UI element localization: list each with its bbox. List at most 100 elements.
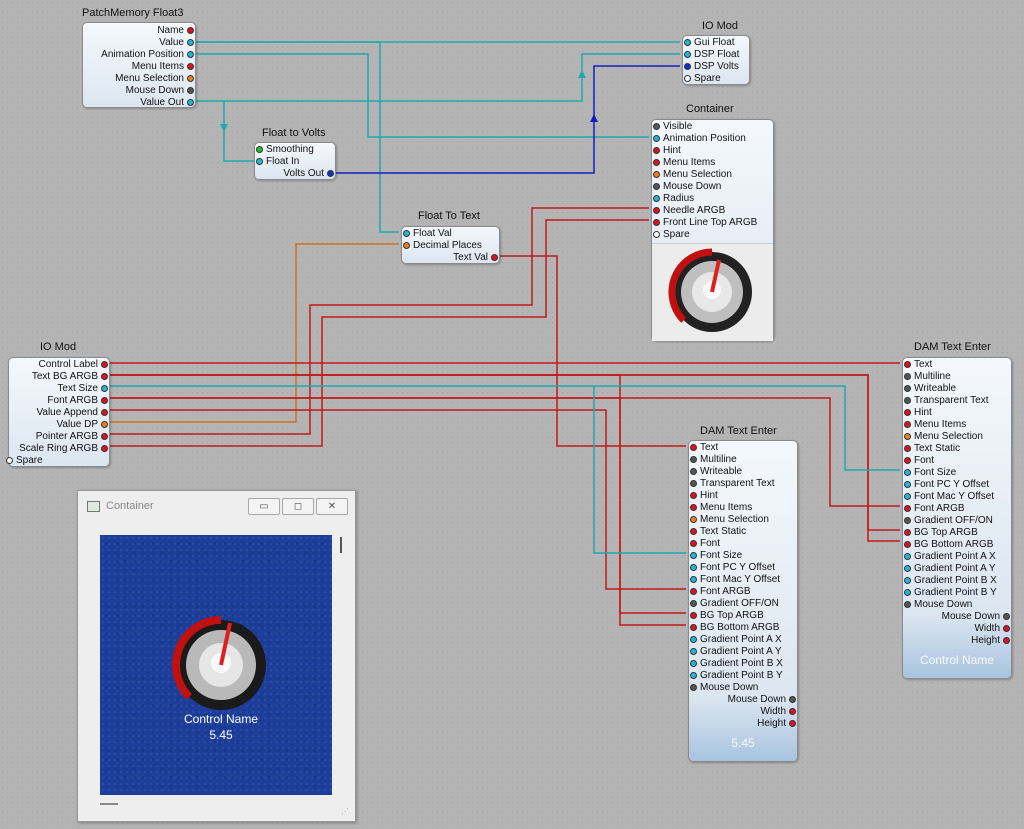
pin-1[interactable]: Multiline	[689, 454, 737, 466]
pin-15[interactable]: BG Bottom ARGB	[903, 539, 993, 551]
pin-17[interactable]: Gradient Point A Y	[903, 563, 996, 575]
pin-2[interactable]: Writeable	[903, 383, 956, 395]
pin-20[interactable]: Mouse Down	[689, 682, 758, 694]
pin-out-1[interactable]: Width	[903, 623, 1011, 635]
pin-out-1[interactable]: Width	[689, 706, 797, 718]
pin-text-val[interactable]: Text Val	[402, 252, 499, 264]
pin-needle-argb[interactable]: Needle ARGB	[652, 205, 725, 217]
pin-gui-float[interactable]: Gui Float	[683, 37, 735, 49]
pin-19[interactable]: Gradient Point B Y	[689, 670, 783, 682]
pin-float-val[interactable]: Float Val	[402, 228, 452, 240]
pin-4[interactable]: Hint	[689, 490, 718, 502]
pin-value-append[interactable]: Value Append	[9, 407, 109, 419]
pin-19[interactable]: Gradient Point B Y	[903, 587, 997, 599]
pin-font-argb[interactable]: Font ARGB	[9, 395, 109, 407]
pin-menu-items[interactable]: Menu Items	[652, 157, 715, 169]
pin-out-2[interactable]: Height	[689, 718, 797, 730]
control-value-label: 5.45	[209, 728, 233, 742]
pin-spare[interactable]: Spare	[5, 455, 43, 467]
pin-3[interactable]: Transparent Text	[689, 478, 774, 490]
module-float-to-text[interactable]: Float Val Decimal Places Text Val	[401, 226, 500, 264]
pin-scale-ring-argb[interactable]: Scale Ring ARGB	[9, 443, 109, 455]
pin-spare[interactable]: Spare	[683, 73, 721, 85]
pin-dsp-volts[interactable]: DSP Volts	[683, 61, 739, 73]
pin-15[interactable]: BG Bottom ARGB	[689, 622, 779, 634]
pin-3[interactable]: Transparent Text	[903, 395, 988, 407]
pin-out-0[interactable]: Mouse Down	[903, 611, 1011, 623]
pin-7[interactable]: Text Static	[903, 443, 960, 455]
pin-animation-position[interactable]: Animation Position	[83, 49, 195, 61]
resize-grip-icon[interactable]: ⋰	[341, 807, 349, 816]
pin-18[interactable]: Gradient Point B X	[689, 658, 783, 670]
pin-17[interactable]: Gradient Point A Y	[689, 646, 782, 658]
pin-6[interactable]: Menu Selection	[903, 431, 983, 443]
pin-6[interactable]: Menu Selection	[689, 514, 769, 526]
pin-mouse-down[interactable]: Mouse Down	[83, 85, 195, 97]
pin-5[interactable]: Menu Items	[689, 502, 752, 514]
module-io-mod-top[interactable]: Gui Float DSP Float DSP Volts Spare	[682, 35, 750, 85]
pin-value[interactable]: Value	[83, 37, 195, 49]
maximize-button[interactable]: ◻	[282, 498, 314, 515]
pin-mouse-down[interactable]: Mouse Down	[652, 181, 721, 193]
pin-0[interactable]: Text	[689, 442, 718, 454]
pin-11[interactable]: Font Mac Y Offset	[903, 491, 994, 503]
pin-16[interactable]: Gradient Point A X	[689, 634, 782, 646]
pin-10[interactable]: Font PC Y Offset	[689, 562, 775, 574]
pin-smoothing[interactable]: Smoothing	[255, 144, 314, 156]
pin-float-in[interactable]: Float In	[255, 156, 299, 168]
pin-visible[interactable]: Visible	[652, 121, 692, 133]
pin-menu-selection[interactable]: Menu Selection	[652, 169, 732, 181]
pin-out-2[interactable]: Height	[903, 635, 1011, 647]
pin-4[interactable]: Hint	[903, 407, 932, 419]
pin-9[interactable]: Font Size	[903, 467, 956, 479]
pin-5[interactable]: Menu Items	[903, 419, 966, 431]
module-float-to-volts[interactable]: Smoothing Float In Volts Out	[254, 142, 336, 180]
pin-8[interactable]: Font	[903, 455, 934, 467]
pin-value-out[interactable]: Value Out	[83, 97, 195, 109]
pin-14[interactable]: BG Top ARGB	[689, 610, 764, 622]
pin-menu-items[interactable]: Menu Items	[83, 61, 195, 73]
pin-8[interactable]: Font	[689, 538, 720, 550]
pin-text-size[interactable]: Text Size	[9, 383, 109, 395]
module-io-mod-left[interactable]: Control Label Text BG ARGB Text Size Fon…	[5, 357, 110, 467]
close-button[interactable]: ✕	[316, 498, 348, 515]
pin-12[interactable]: Font ARGB	[689, 586, 751, 598]
pin-dsp-float[interactable]: DSP Float	[683, 49, 739, 61]
pin-hint[interactable]: Hint	[652, 145, 681, 157]
window-scrollbar[interactable]	[340, 537, 342, 553]
pin-9[interactable]: Font Size	[689, 550, 742, 562]
pin-radius[interactable]: Radius	[652, 193, 694, 205]
pin-7[interactable]: Text Static	[689, 526, 746, 538]
pin-1[interactable]: Multiline	[903, 371, 951, 383]
pin-18[interactable]: Gradient Point B X	[903, 575, 997, 587]
pin-0[interactable]: Text	[903, 359, 932, 371]
pin-name[interactable]: Name	[83, 25, 195, 37]
pin-20[interactable]: Mouse Down	[903, 599, 972, 611]
pin-12[interactable]: Font ARGB	[903, 503, 965, 515]
knob-icon[interactable]	[100, 535, 332, 795]
pin-value-dp[interactable]: Value DP	[9, 419, 109, 431]
pin-pointer-argb[interactable]: Pointer ARGB	[9, 431, 109, 443]
pin-13[interactable]: Gradient OFF/ON	[903, 515, 993, 527]
pin-2[interactable]: Writeable	[689, 466, 742, 478]
pin-control-label[interactable]: Control Label	[9, 359, 109, 371]
pin-10[interactable]: Font PC Y Offset	[903, 479, 989, 491]
minimize-button[interactable]: ▭	[248, 498, 280, 515]
container-window[interactable]: Container ▭ ◻ ✕ Control Name 5.45 ⋰	[77, 490, 356, 822]
pin-13[interactable]: Gradient OFF/ON	[689, 598, 779, 610]
pin-menu-selection[interactable]: Menu Selection	[83, 73, 195, 85]
pin-volts-out[interactable]: Volts Out	[255, 168, 335, 180]
pin-out-0[interactable]: Mouse Down	[689, 694, 797, 706]
pin-front-line-top-argb[interactable]: Front Line Top ARGB	[652, 217, 757, 229]
pin-11[interactable]: Font Mac Y Offset	[689, 574, 780, 586]
pin-animation-position[interactable]: Animation Position	[652, 133, 746, 145]
module-container[interactable]: Visible Animation Position Hint Menu Ite…	[651, 119, 774, 341]
module-patch-memory[interactable]: Name Value Animation Position Menu Items…	[82, 22, 196, 108]
pin-text-bg-argb[interactable]: Text BG ARGB	[9, 371, 109, 383]
pin-decimal-places[interactable]: Decimal Places	[402, 240, 482, 252]
pin-16[interactable]: Gradient Point A X	[903, 551, 996, 563]
pin-spare[interactable]: Spare	[652, 229, 690, 241]
pin-14[interactable]: BG Top ARGB	[903, 527, 978, 539]
